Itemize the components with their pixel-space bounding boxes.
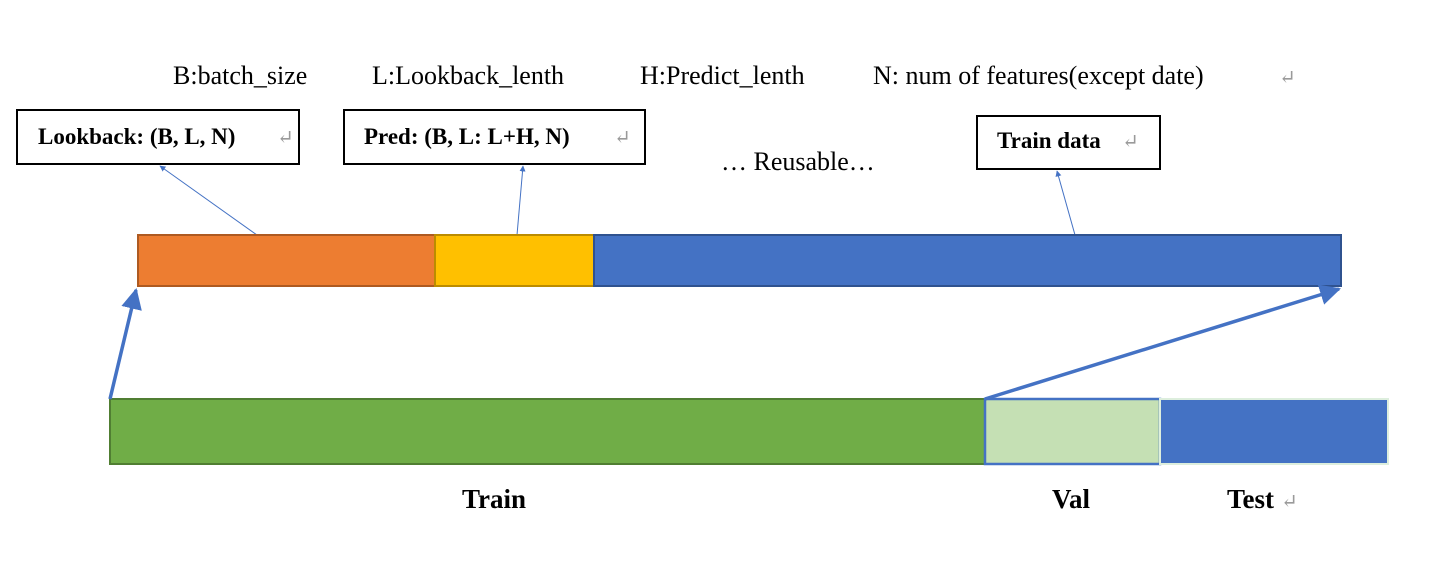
- paragraph-mark: ↵: [1279, 67, 1296, 89]
- legend-num-features: N: num of features(except date): [873, 61, 1204, 90]
- pred-segment: [434, 234, 595, 287]
- pred-callout-box: [343, 109, 646, 165]
- legend-predict-length: H:Predict_lenth: [640, 61, 805, 90]
- lookback-leader-arrow: [159, 165, 258, 236]
- val-segment: [983, 397, 1162, 466]
- expand-right-arrow: [984, 284, 1342, 401]
- train-data-callout-label: Train data: [997, 128, 1101, 153]
- lookback-callout-label: Lookback: (B, L, N): [38, 124, 235, 149]
- val-label: Val: [1052, 484, 1091, 514]
- lookback-segment: [137, 234, 436, 287]
- lookback-callout-box: [16, 109, 300, 165]
- expand-left-arrow: [108, 287, 142, 400]
- paragraph-mark: ↵: [1122, 131, 1139, 153]
- test-label: Test: [1227, 484, 1274, 514]
- paragraph-mark: ↵: [1281, 491, 1298, 513]
- pred-leader-arrow: [516, 165, 526, 236]
- paragraph-mark: ↵: [614, 127, 631, 149]
- test-segment: [1159, 398, 1389, 465]
- train-data-leader-arrow: [1055, 170, 1076, 236]
- train-segment: [109, 398, 986, 465]
- paragraph-mark: ↵: [277, 127, 294, 149]
- legend-lookback-length: L:Lookback_lenth: [372, 61, 564, 90]
- reusable-label: … Reusable…: [721, 147, 875, 176]
- legend-batch-size: B:batch_size: [173, 61, 307, 90]
- train-data-callout-box: [976, 115, 1161, 170]
- train-label: Train: [462, 484, 526, 514]
- pred-callout-label: Pred: (B, L: L+H, N): [364, 124, 570, 149]
- train-data-segment: [593, 234, 1342, 287]
